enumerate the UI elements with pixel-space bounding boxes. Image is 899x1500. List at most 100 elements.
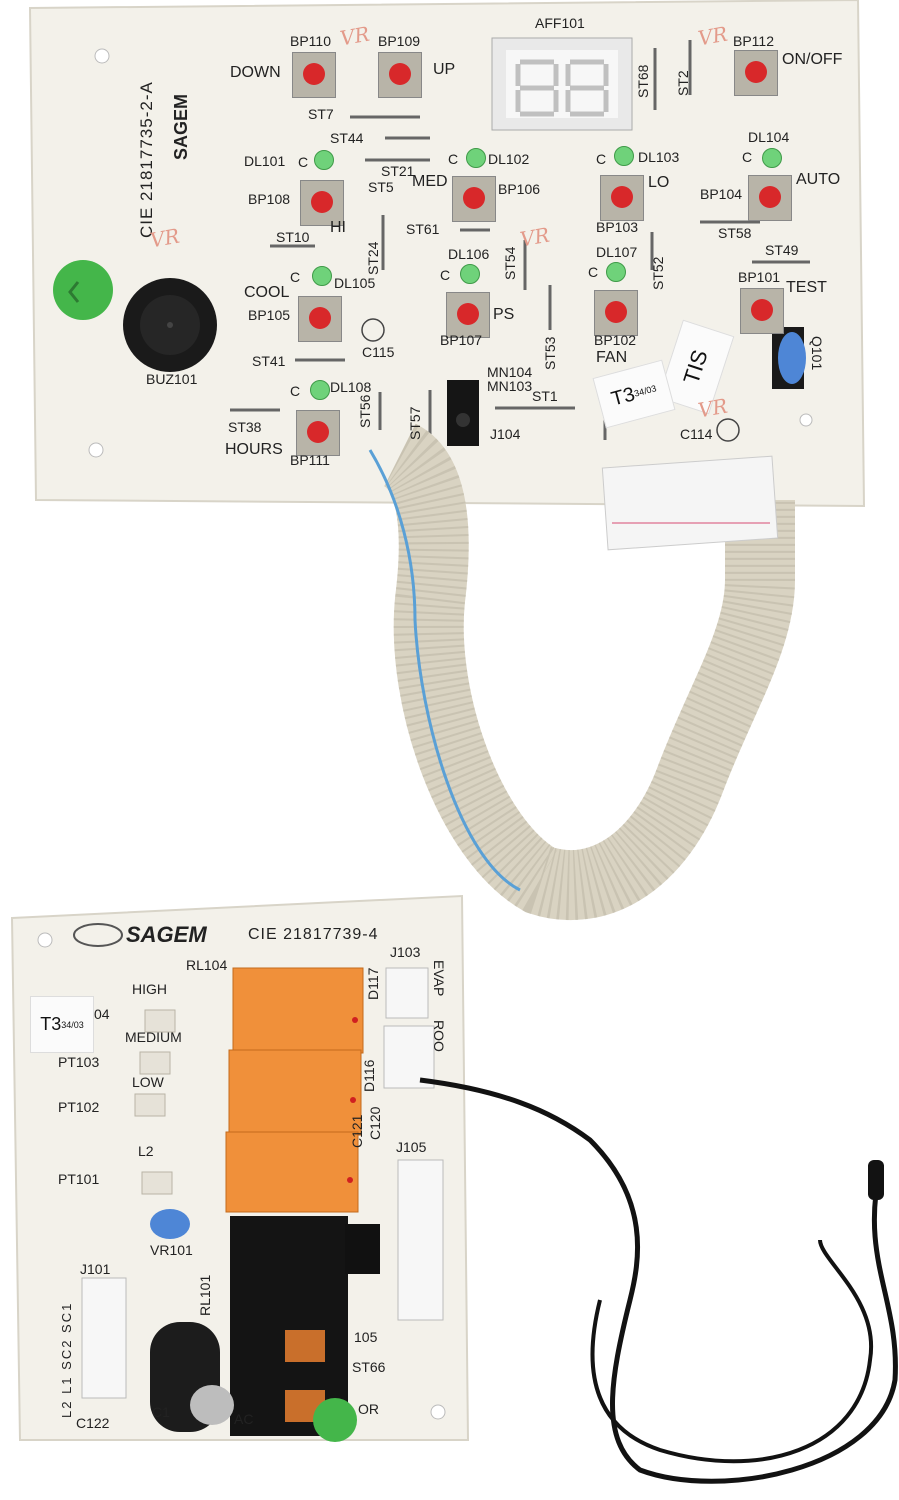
mount-hole (799, 413, 813, 427)
strap-ref: ST38 (228, 419, 262, 435)
button-label-up: UP (433, 61, 456, 78)
silk-label: VR101 (150, 1242, 193, 1258)
silk-label: 04 (94, 1006, 110, 1022)
button-label-med: MED (412, 173, 448, 190)
silk-label: LOW (132, 1074, 164, 1090)
silk-label: AC (234, 1411, 254, 1427)
tactile-button[interactable] (748, 175, 792, 221)
tactile-button[interactable] (446, 292, 490, 338)
strap-ref: ST58 (718, 225, 752, 241)
led-pin: C (596, 151, 607, 167)
led-pin: C (290, 383, 301, 399)
green-led (460, 264, 480, 284)
brand-logo-text: SAGEM (171, 93, 191, 160)
button-ref: BP105 (248, 307, 291, 323)
board-part-number: CIE 21817735-2-A (137, 81, 156, 238)
board-part-number: CIE 21817739-4 (248, 926, 379, 943)
sticker-date: 34/03 (633, 383, 658, 399)
component-ref: MN104 (487, 364, 533, 380)
button-ref: BP103 (596, 219, 639, 235)
led-ref: DL108 (330, 379, 372, 395)
silk-label: PT102 (58, 1099, 100, 1115)
relay (232, 967, 364, 1054)
strap-ref: ST68 (635, 64, 651, 98)
led-pin: C (448, 151, 459, 167)
strap-ref: ST21 (381, 163, 415, 179)
button-label-fan: FAN (596, 349, 628, 366)
green-led (310, 380, 330, 400)
strap-ref: ST52 (650, 256, 666, 290)
tactile-button[interactable] (740, 288, 784, 334)
led-pin: C (588, 264, 599, 280)
tactile-button[interactable] (292, 52, 336, 98)
tactile-button[interactable] (378, 52, 422, 98)
strap-ref: ST2 (675, 70, 691, 96)
green-led (466, 148, 486, 168)
thermistor-probe (868, 1160, 884, 1200)
button-ref: BP112 (733, 33, 774, 49)
button-ref: BP107 (440, 332, 483, 348)
vr-mark: VR (518, 222, 552, 252)
strap-ref: ST53 (542, 336, 558, 370)
led-pin: C (298, 154, 309, 170)
strap-ref: ST44 (330, 130, 364, 146)
led-ref: DL105 (334, 275, 376, 291)
component-ref: Q101 (809, 336, 825, 371)
silk-label: C1 (152, 1404, 170, 1420)
button-ref: BP111 (290, 452, 330, 468)
silk-label: PT101 (58, 1171, 100, 1187)
mount-hole (94, 48, 110, 64)
button-label-hi: HI (330, 219, 346, 236)
button-label-test: TEST (786, 279, 827, 296)
silk-label: L2 (138, 1143, 154, 1159)
silk-label: C122 (76, 1415, 110, 1431)
button-label-cool: COOL (244, 284, 290, 301)
green-led (312, 266, 332, 286)
strap-ref: ST49 (765, 242, 799, 258)
button-ref: BP101 (738, 269, 781, 285)
led-ref: DL107 (596, 244, 638, 260)
tactile-button[interactable] (300, 180, 344, 226)
silk-label: MEDIUM (125, 1029, 182, 1045)
silk-label: C120 (367, 1106, 383, 1140)
relay (225, 1131, 359, 1213)
led-ref: DL102 (488, 151, 530, 167)
brand-logo-text: SAGEM (126, 922, 207, 947)
mount-hole (430, 1404, 446, 1420)
tactile-button[interactable] (452, 176, 496, 222)
button-label-hours: HOURS (225, 441, 283, 458)
component-ref: C114 (680, 426, 713, 442)
tactile-button[interactable] (734, 50, 778, 96)
button-label-auto: AUTO (796, 171, 841, 188)
silk-label: HIGH (132, 981, 167, 997)
tactile-button[interactable] (298, 296, 342, 342)
button-label-lo: LO (648, 174, 670, 191)
tactile-button[interactable] (594, 290, 638, 336)
ribbon-connector (601, 455, 779, 551)
button-label-onoff: ON/OFF (782, 51, 843, 68)
silk-label: OR (358, 1401, 379, 1417)
silk-label: L2 L1 SC2 SC1 (59, 1301, 74, 1418)
tactile-button[interactable] (296, 410, 340, 456)
led-pin: C (440, 267, 451, 283)
strap-ref: ST56 (357, 394, 373, 428)
button-ref: BP110 (290, 33, 331, 49)
strap-ref: ST61 (406, 221, 440, 237)
led-ref: DL101 (244, 153, 286, 169)
button-label-ps: PS (493, 306, 515, 323)
strap-ref: ST7 (308, 106, 334, 122)
button-ref: BP102 (594, 332, 637, 348)
sticker-text: TIS (678, 346, 713, 387)
led-ref: DL104 (748, 129, 790, 145)
led-ref: DL106 (448, 246, 490, 262)
green-led (314, 150, 334, 170)
tactile-button[interactable] (600, 175, 644, 221)
strap-ref: ST5 (368, 179, 394, 195)
green-led (606, 262, 626, 282)
silk-label: D116 (361, 1059, 377, 1092)
silk-label: J105 (396, 1139, 427, 1155)
component-ref: C115 (362, 344, 395, 360)
strap-ref: ST24 (365, 241, 381, 275)
